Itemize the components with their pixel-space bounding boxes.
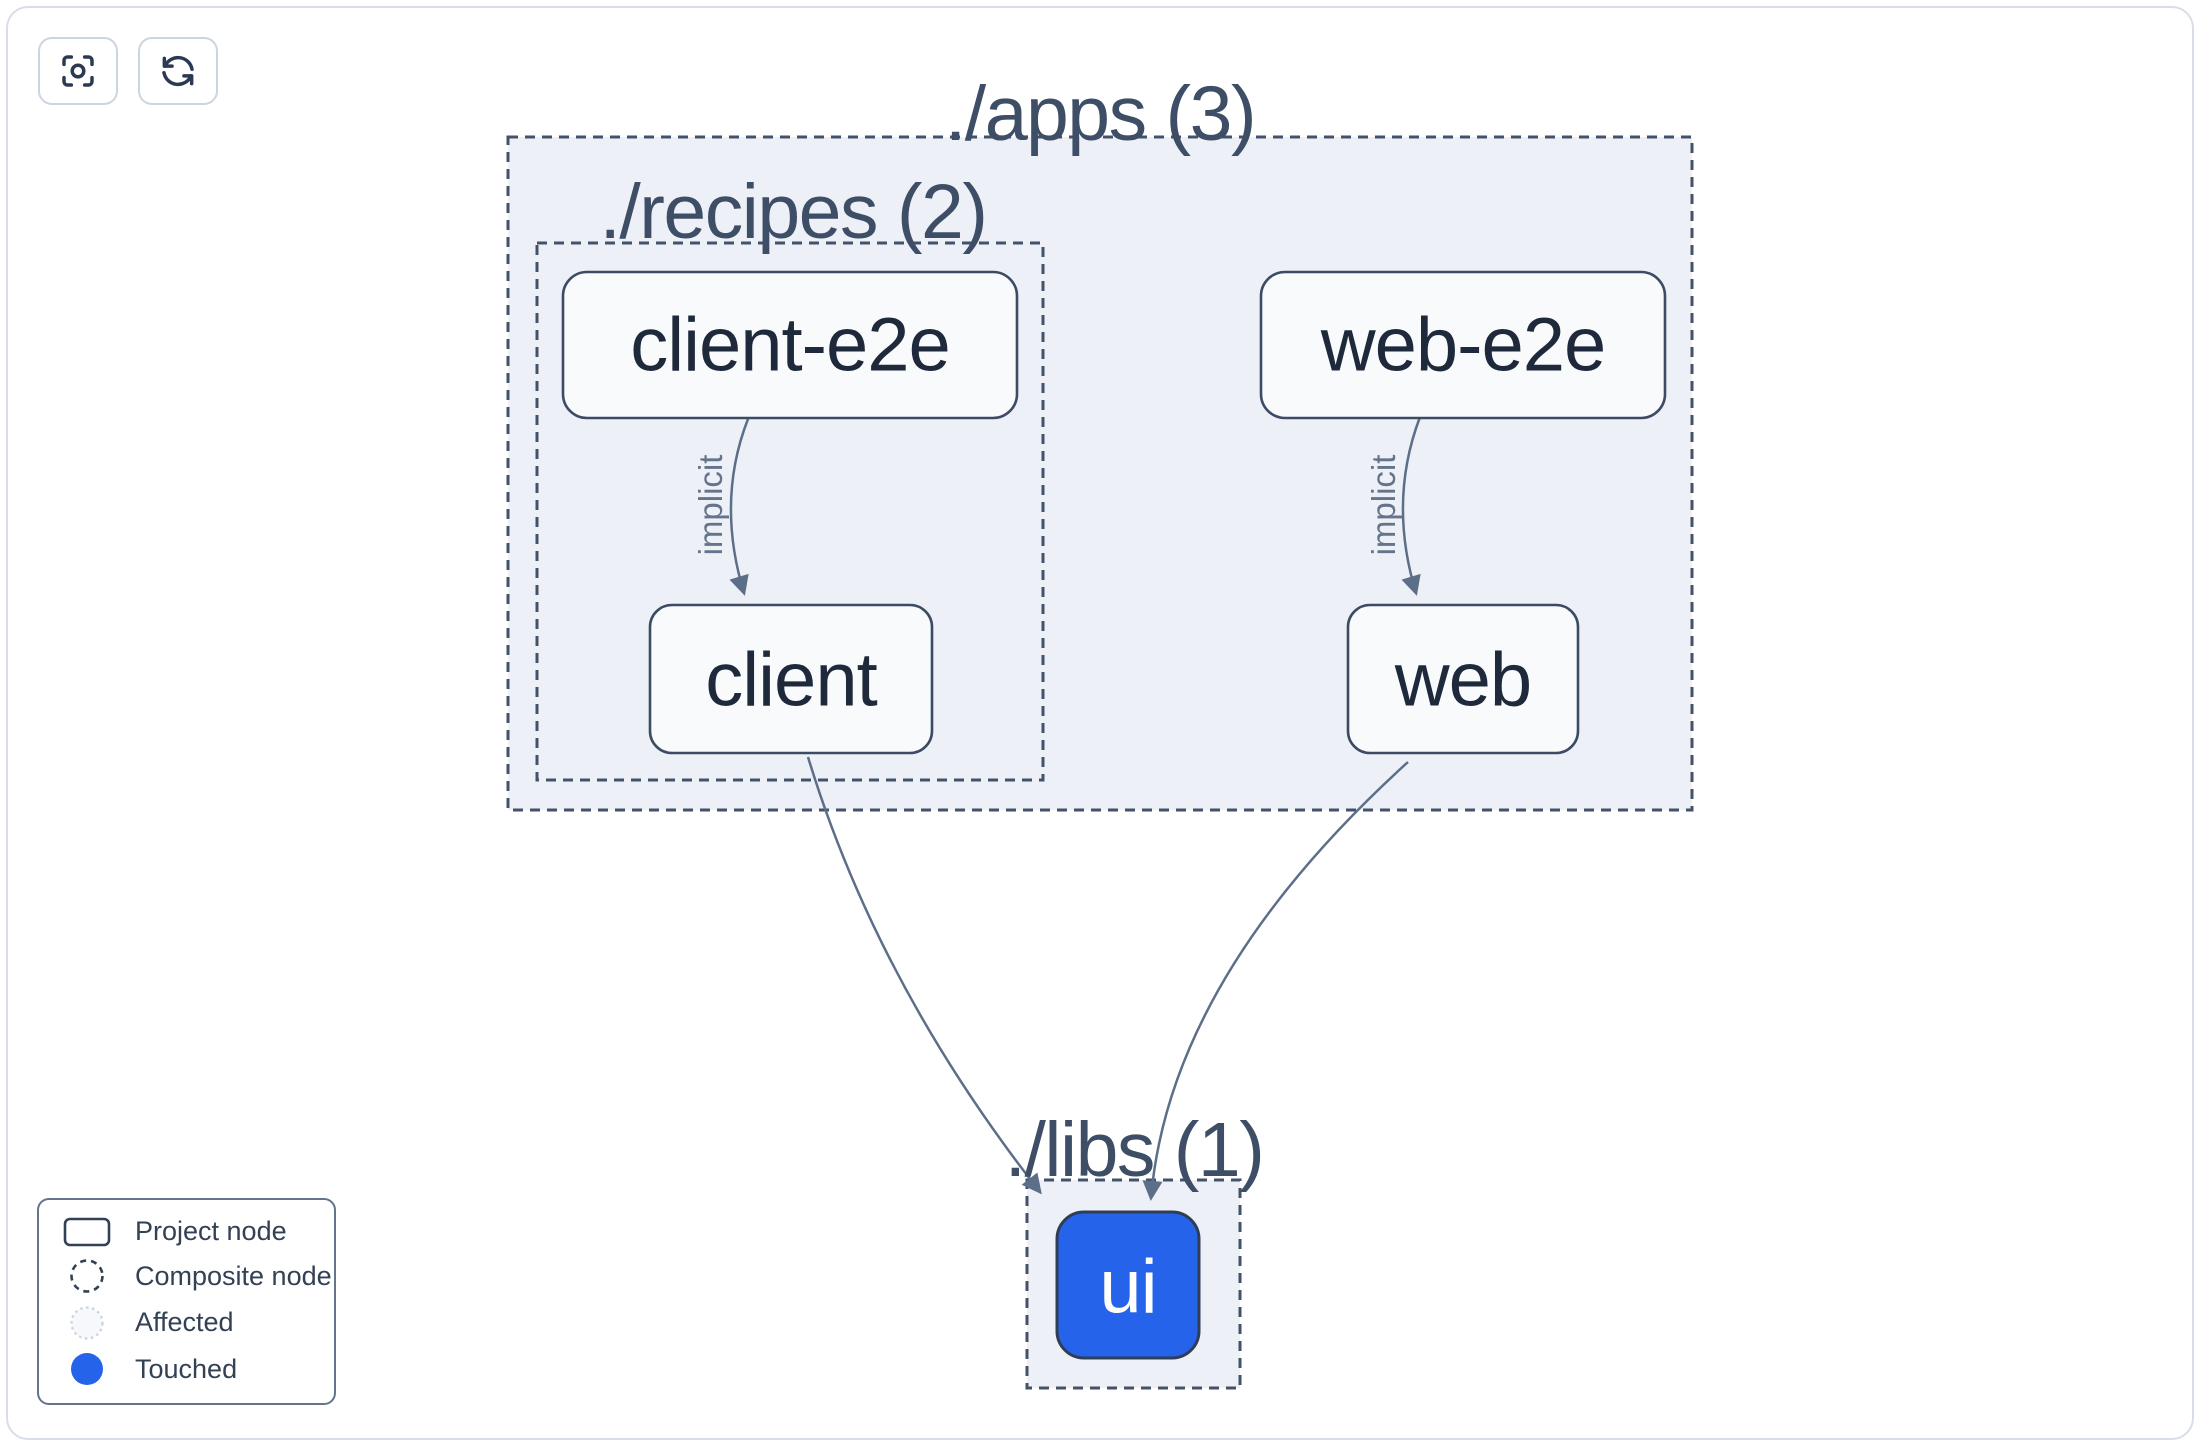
legend-item-composite-node: Composite node <box>39 1257 334 1295</box>
node-label-web-e2e: web-e2e <box>1320 303 1606 388</box>
edge-cliente2e-client[interactable] <box>729 418 750 596</box>
node-ui-touched[interactable]: ui <box>1055 1210 1201 1360</box>
affected-swatch-icon <box>70 1306 104 1340</box>
node-label-client-e2e: client-e2e <box>630 303 950 388</box>
composite-node-swatch-icon <box>70 1259 104 1293</box>
node-web[interactable]: web <box>1346 603 1580 755</box>
toolbar <box>38 37 218 105</box>
node-client[interactable]: client <box>648 603 934 755</box>
legend-label: Touched <box>135 1353 238 1384</box>
node-client-e2e[interactable]: client-e2e <box>561 270 1019 420</box>
group-title-apps: ./apps (3) <box>945 71 1255 157</box>
refresh-icon <box>162 55 194 87</box>
project-node-swatch-icon <box>63 1217 111 1246</box>
edge-label-implicit-2: implicit <box>1365 455 1402 556</box>
group-title-libs: ./libs (1) <box>1005 1107 1264 1193</box>
refresh-button[interactable] <box>138 37 218 105</box>
legend-item-touched: Touched <box>39 1350 334 1388</box>
legend-label: Project node <box>135 1216 287 1247</box>
edge-web-ui[interactable] <box>1142 761 1409 1201</box>
edge-client-ui[interactable] <box>806 756 1042 1195</box>
legend-item-project-node: Project node <box>39 1215 334 1249</box>
node-label-ui: ui <box>1099 1245 1156 1330</box>
node-label-client: client <box>705 638 877 723</box>
legend-label: Affected <box>135 1307 234 1338</box>
node-web-e2e[interactable]: web-e2e <box>1259 270 1667 420</box>
focus-button[interactable] <box>38 37 118 105</box>
legend-item-affected: Affected <box>39 1304 334 1342</box>
touched-swatch-icon <box>71 1353 103 1386</box>
legend: Project node Composite node Affected Tou… <box>37 1198 336 1405</box>
legend-label: Composite node <box>135 1260 332 1291</box>
focus-center-icon <box>62 55 94 87</box>
node-label-web: web <box>1394 638 1531 723</box>
edge-label-implicit-1: implicit <box>692 455 729 556</box>
edge-webe2e-web[interactable] <box>1401 416 1422 596</box>
group-title-recipes: ./recipes (2) <box>599 169 986 255</box>
